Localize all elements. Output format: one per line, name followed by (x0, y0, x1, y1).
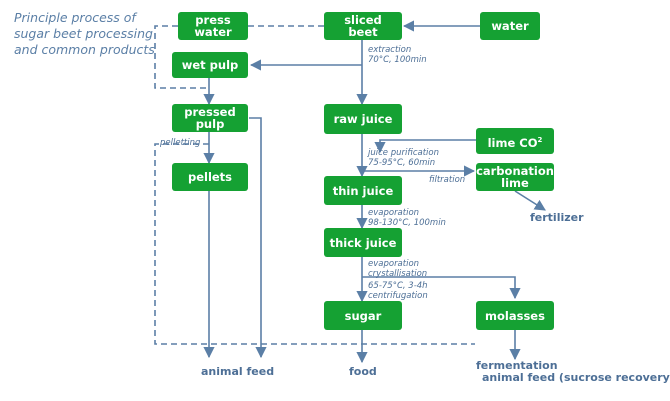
output-food: food (349, 366, 377, 378)
wet-pulp-label: wet pulp (181, 58, 239, 72)
extraction-line-1: extraction (368, 45, 412, 55)
pressed-pulp-line-2: pulp (195, 117, 225, 131)
arrow-to-molasses (362, 276, 521, 300)
arrow-carbonation-to-fertilizer (514, 190, 546, 211)
note-extraction: extraction 70°C, 100min (368, 45, 427, 65)
note-evaporation: evaporation 98-130°C, 100min (368, 208, 446, 228)
box-carbonation-lime: carbonation lime (476, 163, 554, 191)
box-wet-pulp: wet pulp (172, 52, 248, 78)
note-juice-purification: juice purification 75-95°C, 60min (368, 148, 439, 168)
output-fertilizer: fertilizer (530, 212, 584, 224)
press-water-line-1: press (195, 13, 231, 27)
output-animal-feed-sucrose: animal feed (sucrose recovery) (482, 372, 670, 384)
sugar-label: sugar (344, 308, 382, 323)
evaporation-line-2: 98-130°C, 100min (368, 218, 446, 228)
box-press-water: press water (178, 12, 248, 40)
lime-co2-text: lime CO (487, 135, 538, 150)
fertilizer-label: fertilizer (530, 211, 584, 224)
filtration-label: filtration (429, 175, 466, 185)
animal-feed-label: animal feed (201, 365, 275, 378)
note-centrifugation: 65-75°C, 3-4h centrifugation (368, 281, 428, 301)
note-pelletting: pelletting (160, 138, 200, 148)
box-raw-juice: raw juice (324, 104, 402, 134)
centrifugation-line-2: centrifugation (368, 291, 428, 301)
title-line-2: sugar beet processing (14, 26, 153, 41)
box-molasses: molasses (476, 301, 554, 330)
fermentation-label: fermentation (476, 359, 558, 372)
sliced-beet-line-1: sliced (344, 13, 382, 27)
carbonation-lime-line-1: carbonation (476, 164, 554, 178)
extraction-line-2: 70°C, 100min (368, 55, 427, 65)
centrifugation-line-1: 65-75°C, 3-4h (368, 281, 428, 291)
box-thick-juice: thick juice (324, 228, 402, 257)
dashed-press-water-loop (154, 25, 209, 89)
box-lime-co2: lime CO2 (476, 128, 554, 154)
arrow-lime-to-purification (374, 139, 476, 154)
pressed-pulp-line-1: pressed (184, 105, 236, 119)
carbonation-lime-line-2: lime (501, 176, 529, 190)
crystallisation-line-2: crystallisation (368, 269, 428, 279)
box-water: water (480, 12, 540, 40)
evaporation-line-1: evaporation (368, 208, 420, 218)
crystallisation-line-1: evaporation (368, 259, 420, 269)
lime-co2-label: lime CO2 (488, 134, 543, 149)
diagram-title: Principle process of sugar beet processi… (14, 10, 164, 58)
dashed-pelletting-loop (154, 143, 475, 345)
lime-co2-sup: 2 (537, 135, 543, 144)
arrow-pressed-pulp-to-animal-feed (249, 117, 267, 359)
output-fermentation: fermentation (476, 360, 558, 372)
press-water-line-2: water (194, 25, 232, 39)
molasses-label: molasses (485, 308, 545, 323)
box-sugar: sugar (324, 301, 402, 330)
note-crystallisation: evaporation crystallisation (368, 259, 427, 279)
output-animal-feed: animal feed (201, 366, 274, 378)
box-pressed-pulp: pressed pulp (172, 104, 248, 132)
box-pellets: pellets (172, 163, 248, 191)
title-line-3: and common products (14, 42, 155, 57)
food-label: food (349, 365, 377, 378)
title-line-1: Principle process of (14, 10, 136, 25)
water-label: water (491, 19, 529, 33)
thick-juice-label: thick juice (329, 235, 397, 250)
raw-juice-label: raw juice (333, 112, 393, 126)
animal-feed-sucrose-label: animal feed (sucrose recovery) (482, 371, 670, 384)
pelletting-label: pelletting (160, 138, 201, 148)
note-filtration: filtration (429, 175, 465, 185)
pellets-label: pellets (187, 170, 233, 184)
thin-juice-label: thin juice (332, 183, 394, 198)
box-sliced-beet: sliced beet (324, 12, 402, 40)
box-thin-juice: thin juice (324, 176, 402, 205)
sliced-beet-line-2: beet (348, 25, 378, 39)
juice-purification-line-1: juice purification (368, 148, 440, 158)
juice-purification-line-2: 75-95°C, 60min (368, 158, 436, 168)
